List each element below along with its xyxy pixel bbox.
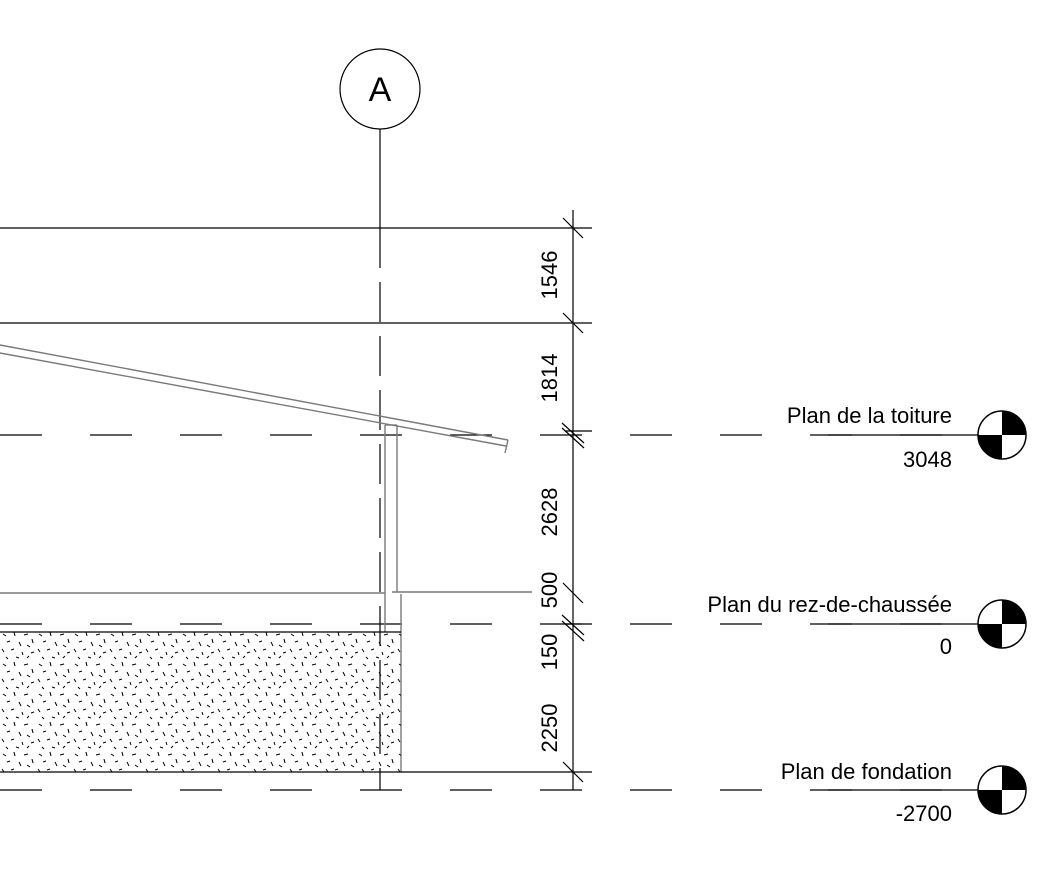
roof-slope bbox=[0, 344, 509, 454]
level-elevation-foundation: -2700 bbox=[896, 801, 952, 826]
dimension-1546: 1546 bbox=[537, 251, 562, 300]
dimension-500: 500 bbox=[537, 572, 562, 609]
dimension-2250: 2250 bbox=[537, 704, 562, 753]
level-marker-icon bbox=[977, 765, 1027, 815]
level-name-foundation: Plan de fondation bbox=[781, 759, 952, 784]
dimension-1814: 1814 bbox=[537, 354, 562, 403]
dimension-chain bbox=[561, 210, 592, 790]
level-elevation-ground: 0 bbox=[940, 634, 952, 659]
dimension-150: 150 bbox=[537, 634, 562, 671]
level-name-ground: Plan du rez-de-chaussée bbox=[707, 592, 952, 617]
level-marker-icon bbox=[977, 410, 1027, 460]
gravel-fill bbox=[0, 632, 401, 772]
wall bbox=[384, 424, 532, 772]
level-head-ground: Plan du rez-de-chaussée 0 bbox=[707, 592, 1027, 659]
level-elevation-roof: 3048 bbox=[903, 447, 952, 472]
level-head-roof: Plan de la toiture 3048 bbox=[787, 403, 1027, 472]
grid-line-a: A bbox=[339, 48, 421, 790]
grid-label: A bbox=[369, 71, 392, 109]
dimension-2628: 2628 bbox=[537, 488, 562, 537]
level-marker-icon bbox=[977, 599, 1027, 649]
level-head-foundation: Plan de fondation -2700 bbox=[781, 759, 1027, 826]
foundation-outline bbox=[0, 631, 592, 773]
level-name-roof: Plan de la toiture bbox=[787, 403, 952, 428]
